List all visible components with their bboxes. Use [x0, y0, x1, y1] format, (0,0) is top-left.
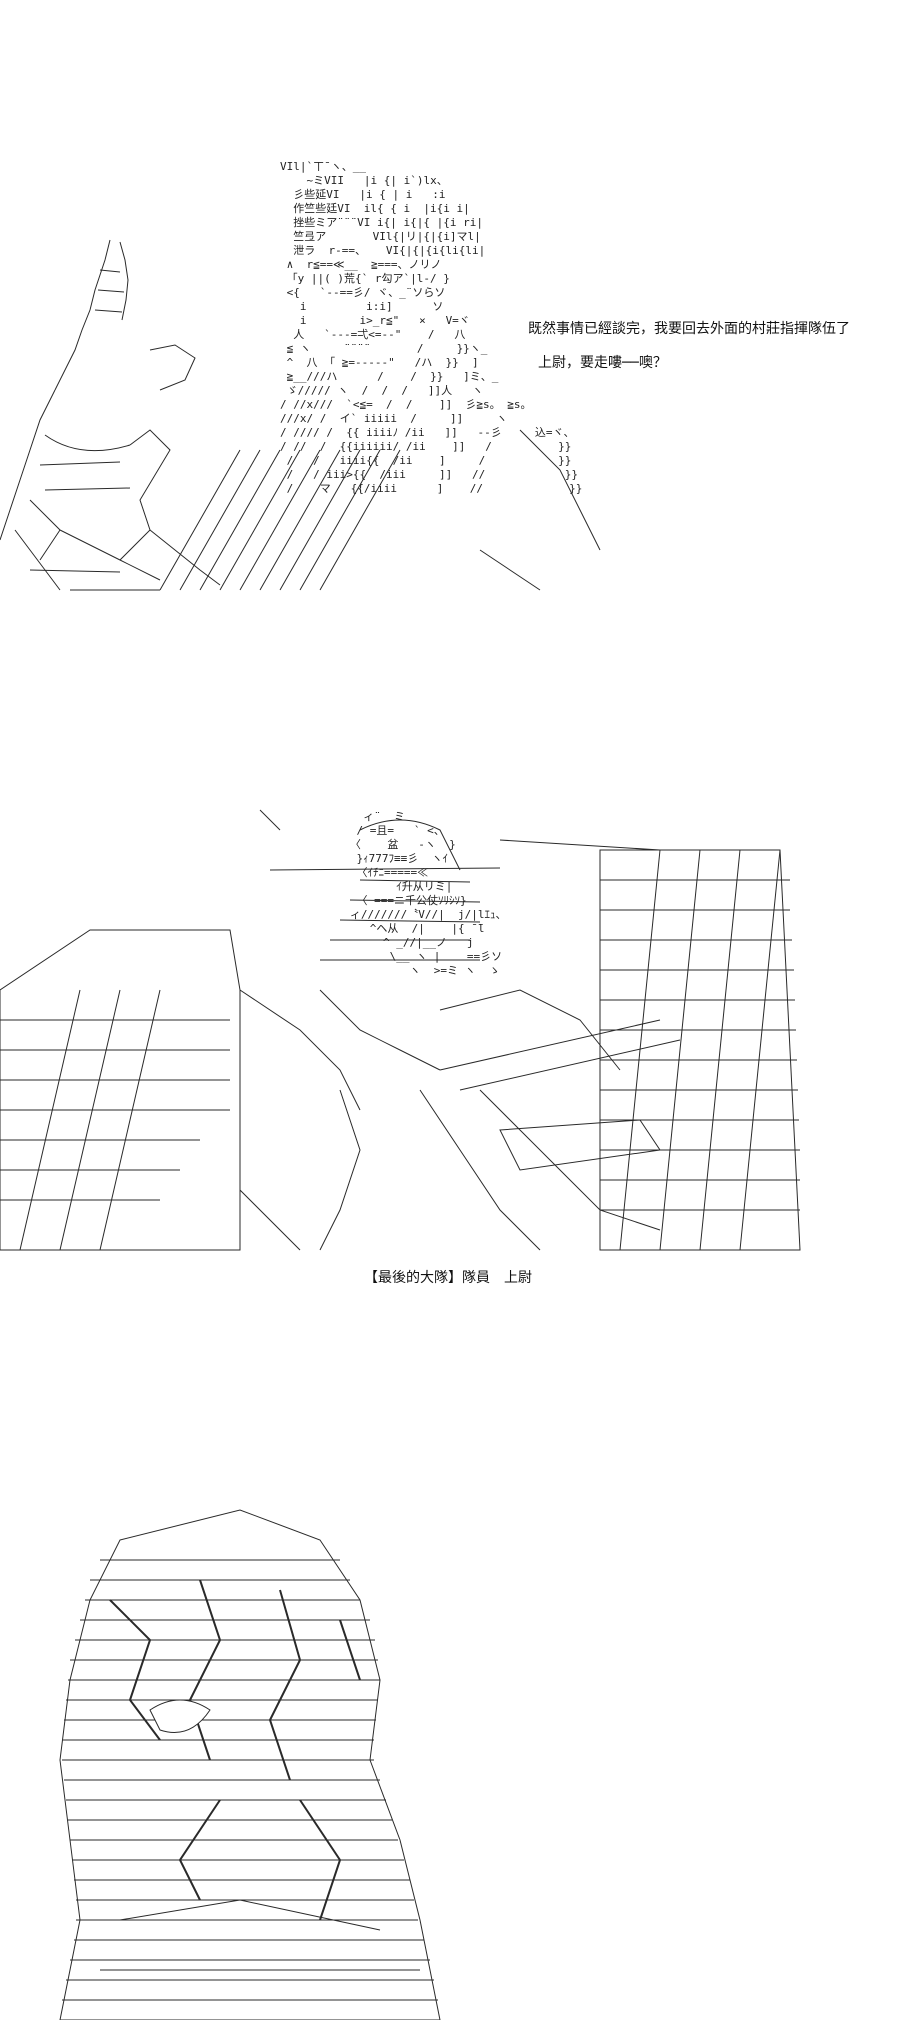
- panel-3: [0, 1480, 899, 2020]
- soldier-face-ascii: ィ¨ ミ / =且= ` <、 〈 盆 -ヽ } }ｨ777ﾌ≡≡彡 ヽｲ 〈ｲ…: [349, 810, 507, 977]
- dialog-line-1: 既然事情已經談完，我要回去外面的村莊指揮隊伍了: [528, 321, 850, 337]
- shading-hatch-art: [159, 429, 601, 591]
- portrait-ascii-art: VIl|`ㄒ¯ヽ、__ ~ミVII |i {| i`)lx、 彡些延VI |i …: [280, 160, 583, 495]
- panel-2: ィ¨ ミ / =且= ` <、 〈 盆 -ヽ } }ｨ777ﾌ≡≡彡 ヽｲ 〈ｲ…: [0, 780, 899, 1300]
- dialog-line-2: 上尉，要走嘍──噢？: [538, 355, 667, 371]
- panel-1: VIl|`ㄒ¯ヽ、__ ~ミVII |i {| i`)lx、 彡些延VI |i …: [0, 140, 899, 600]
- soldier-with-vehicle-art: [0, 809, 801, 1251]
- panel-caption: 【最後的大隊】隊員 上尉: [364, 1270, 532, 1286]
- waving-figure-art: [0, 239, 221, 591]
- shaded-hooded-figure-art: [59, 1509, 441, 2020]
